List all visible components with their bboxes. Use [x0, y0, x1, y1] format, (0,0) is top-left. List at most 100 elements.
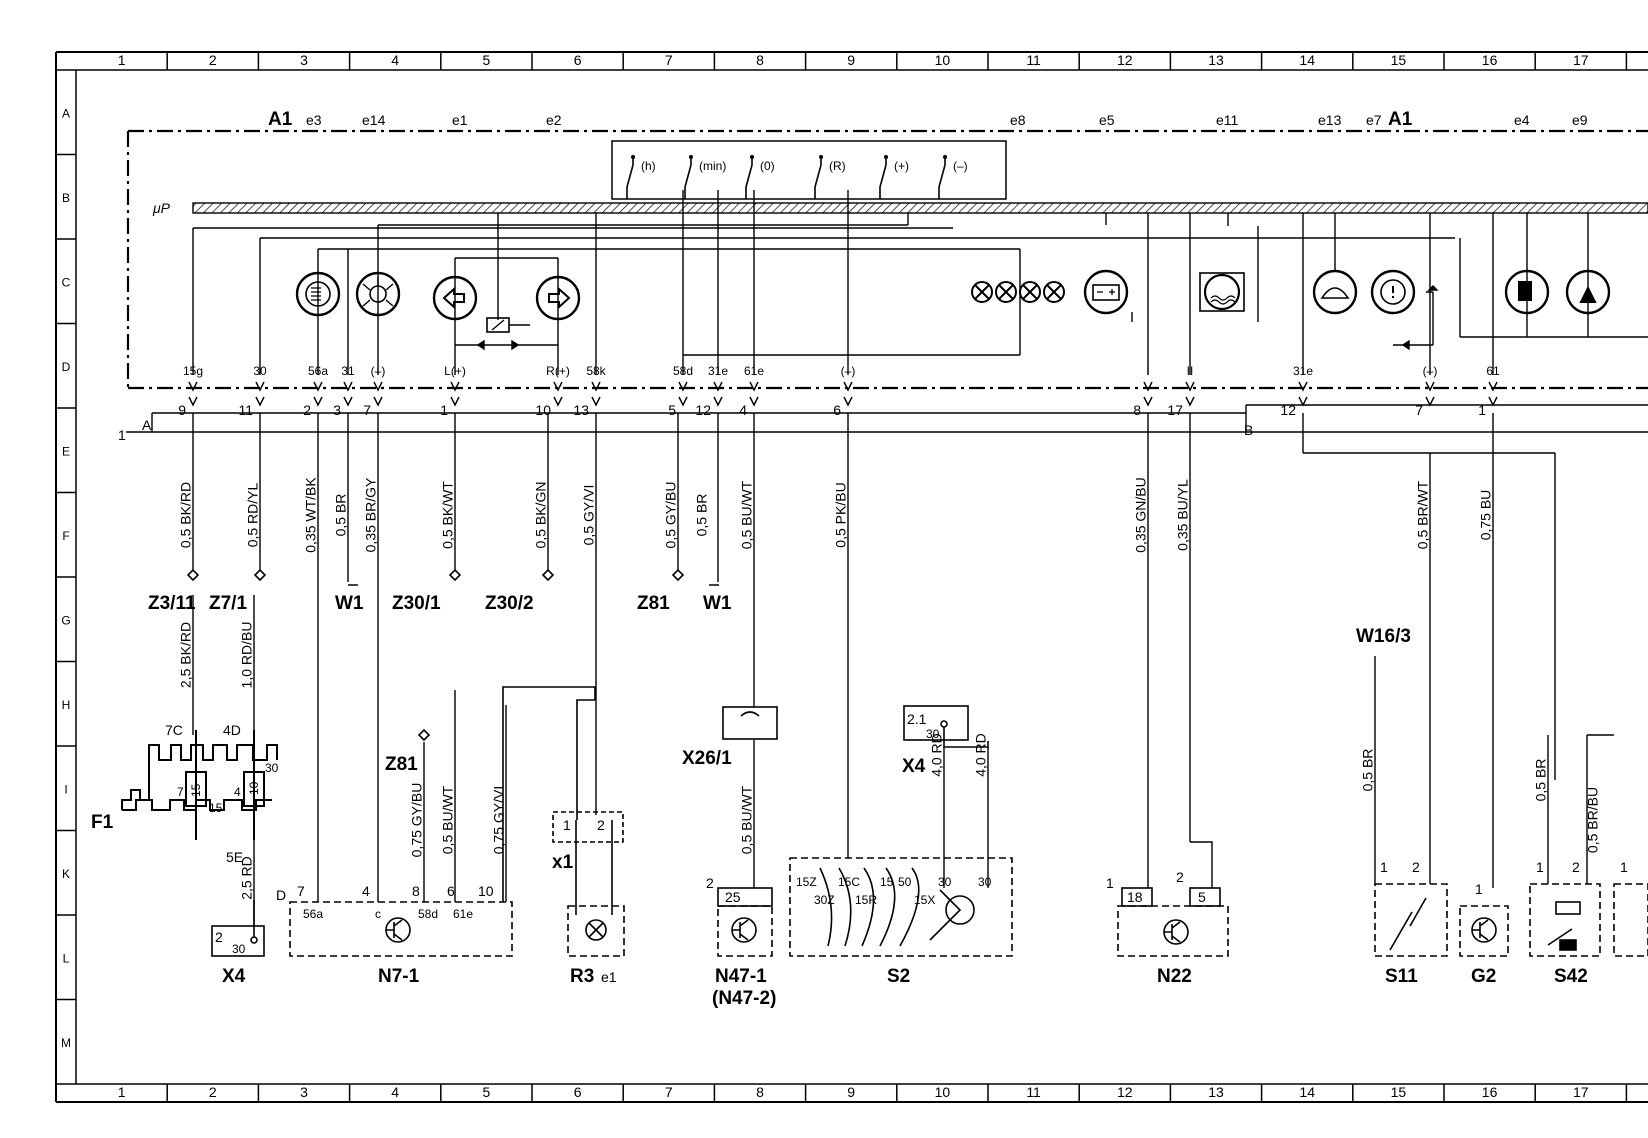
wire-label: 0,75 GY/BU: [409, 783, 425, 858]
x4-pin: 2: [215, 929, 223, 945]
column-label: 15: [1391, 1084, 1407, 1100]
pin-signal: 58d: [673, 364, 693, 378]
fuse-4d: 4D: [223, 722, 241, 738]
switch-label: (h): [641, 159, 656, 173]
switch-label: (0): [760, 159, 775, 173]
s42-p1: 1: [1536, 859, 1544, 875]
pin-signal: 31e: [1293, 364, 1313, 378]
n7-1-label: N7-1: [378, 966, 420, 987]
s42-p2: 2: [1572, 859, 1580, 875]
wire-label: 0,5 BK/WT: [440, 481, 456, 549]
wire-label: 2,5 RD: [239, 856, 255, 900]
s42-p1b: 1: [1620, 859, 1628, 875]
wire-label: 0,5 GY/VI: [581, 485, 597, 546]
wire-label: 0,5 BR/BU: [1585, 787, 1601, 853]
row-label: F: [62, 529, 69, 543]
wire: [1190, 841, 1213, 888]
row-label: E: [62, 444, 70, 458]
column-label: 8: [756, 1084, 764, 1100]
n22-p18: 18: [1127, 889, 1143, 905]
z81-label: Z81: [385, 754, 418, 775]
pin-number: 2: [303, 402, 311, 418]
wire-label: 0,5 BR: [333, 494, 349, 537]
splice-symbols: [186, 568, 719, 742]
column-label: 14: [1299, 52, 1315, 68]
wire-label: 0,75 GY/VI: [491, 786, 507, 854]
n7-pin: 6: [447, 883, 455, 899]
column-label: 7: [665, 52, 673, 68]
f1-label: F1: [91, 812, 114, 833]
pin-signal: II: [1187, 364, 1194, 378]
row-label: M: [61, 1036, 71, 1050]
column-label: 1: [118, 1084, 126, 1100]
wire-label: 0,5 GY/BU: [663, 482, 679, 549]
pin-signal: (–): [841, 364, 856, 378]
n22-p2: 2: [1176, 869, 1184, 885]
connector-pin: (–)6: [833, 364, 855, 418]
wire-label: 4,0 RD: [973, 733, 989, 777]
fuse-7: 7: [177, 785, 184, 799]
pin-signal: 30: [253, 364, 267, 378]
fuel-icon: [1504, 269, 1550, 315]
module-switch: (h): [626, 155, 656, 199]
column-label: 12: [1117, 52, 1133, 68]
wire-lines: [192, 413, 1614, 926]
switch-label: (–): [953, 159, 968, 173]
connector-num: 1: [118, 427, 126, 443]
coolant-icon: [1199, 272, 1245, 312]
fuse-box-f1: [121, 730, 278, 840]
n7-sig: 58d: [418, 907, 438, 921]
wire-label: 0,35 BU/YL: [1175, 479, 1191, 551]
pin-number: 7: [1415, 402, 1423, 418]
wire-label: 0,35 WT/BK: [303, 477, 319, 553]
x1-label: x1: [552, 852, 574, 873]
fuse-5e: 5E: [226, 849, 243, 865]
pin-signal: 58k: [586, 364, 606, 378]
r3-e1: e1: [601, 969, 617, 985]
column-label: 6: [574, 52, 582, 68]
seatbelt-icon: [1565, 269, 1611, 315]
connector-a: A: [142, 417, 152, 433]
s2-switch: [789, 857, 1013, 957]
module-switch: (R): [814, 155, 846, 199]
s42-switch: [1529, 883, 1601, 957]
column-label: 4: [391, 52, 399, 68]
connector-pin: (–)7: [1415, 364, 1437, 418]
pin-number: 12: [1280, 402, 1296, 418]
pin-number: 17: [1167, 402, 1183, 418]
pin-signal: R(+): [546, 364, 570, 378]
x4-right-label: X4: [902, 756, 926, 777]
wire-label: 0,5 BU/WT: [739, 785, 755, 854]
r3-label: R3: [570, 966, 594, 987]
pin-signal: L(+): [444, 364, 466, 378]
column-label: 11: [1026, 1084, 1041, 1100]
column-label: 4: [391, 1084, 399, 1100]
x26-1-connector: [722, 706, 778, 740]
x4-label: X4: [222, 966, 246, 987]
row-label: D: [62, 360, 71, 374]
sub-label: e8: [1010, 112, 1026, 128]
bulb-row-icon: [971, 281, 1065, 303]
pin-number: 9: [178, 402, 186, 418]
connector-pin: 31e 12: [1280, 364, 1313, 418]
s2-pin: 15Z: [796, 875, 817, 889]
n7-pin: 8: [412, 883, 420, 899]
n47-2-label: (N47-2): [712, 988, 776, 1009]
sub-label: e13: [1318, 112, 1342, 128]
n47-1-module: [717, 887, 773, 957]
column-label: 17: [1573, 52, 1589, 68]
s2-pin: 15C: [838, 875, 860, 889]
sub-label: e4: [1514, 112, 1530, 128]
n7-pin: 7: [297, 883, 305, 899]
s2-label: S2: [887, 966, 910, 987]
column-label: 12: [1117, 1084, 1133, 1100]
sub-label: e7: [1366, 112, 1382, 128]
n22-module: [1117, 887, 1229, 957]
n7-pin: 10: [478, 883, 494, 899]
